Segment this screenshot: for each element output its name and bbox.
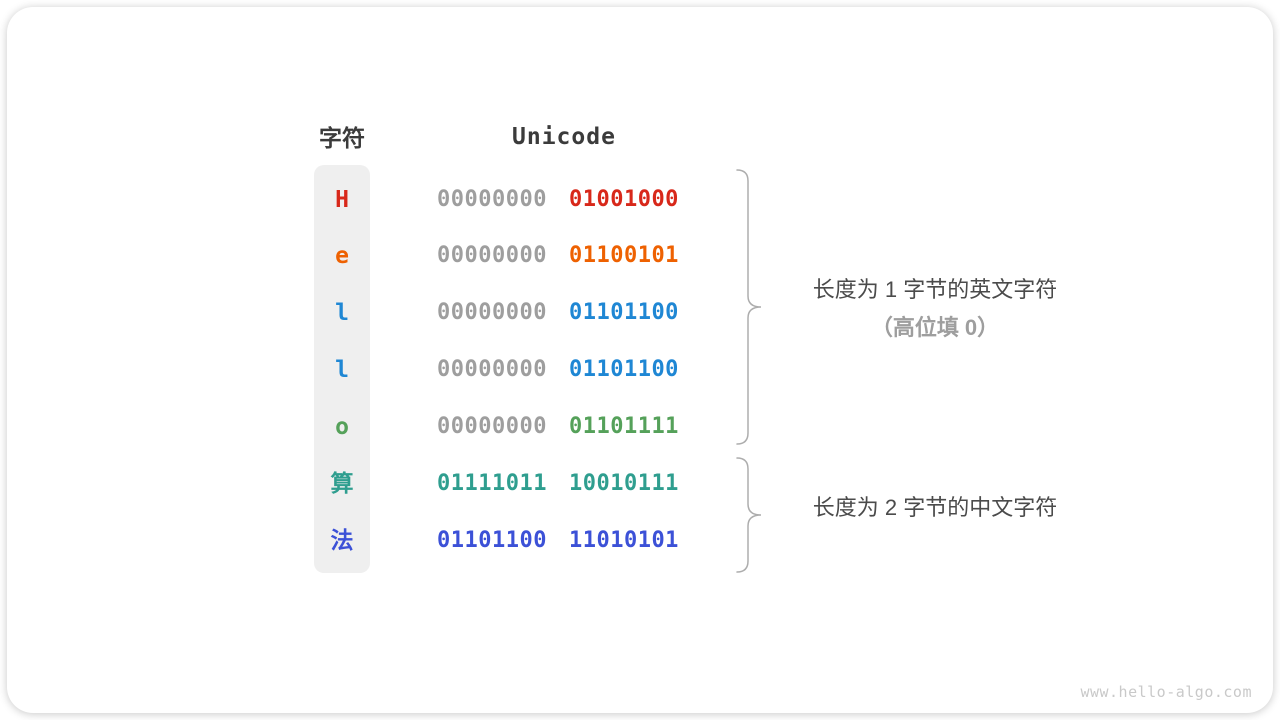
binary-row: 00000000 01001000	[437, 185, 679, 215]
diagram-card: 字符 Unicode H 00000000 01001000 e 00000000 011…	[7, 7, 1273, 713]
low-byte: 01101100	[568, 357, 679, 382]
low-byte: 01101100	[568, 300, 679, 325]
binary-row: 01111011 10010111	[437, 469, 679, 499]
high-byte: 00000000	[437, 300, 547, 325]
low-byte: 11010101	[568, 528, 679, 553]
high-byte: 00000000	[437, 357, 547, 382]
character-cell: e	[335, 243, 349, 269]
chinese-group-brace	[736, 457, 762, 573]
chinese-group-annotation: 长度为 2 字节的中文字符	[812, 495, 1058, 520]
high-byte: 00000000	[437, 187, 547, 212]
character-cell: 算	[330, 471, 354, 497]
binary-row: 00000000 01101100	[437, 355, 679, 385]
high-byte: 00000000	[437, 243, 547, 268]
low-byte: 01101111	[568, 414, 679, 439]
low-byte: 10010111	[568, 471, 679, 496]
english-group-annotation-line2: （高位填 0）	[870, 315, 1000, 340]
character-cell: o	[335, 414, 349, 440]
high-byte: 01111011	[437, 471, 547, 496]
english-group-brace	[736, 169, 762, 445]
binary-row: 01101100 11010101	[437, 526, 679, 556]
character-cell: l	[335, 300, 349, 326]
char-column-header: 字符	[319, 125, 365, 151]
character-cell: 法	[330, 528, 354, 554]
low-byte: 01100101	[568, 243, 679, 268]
low-byte: 01001000	[568, 187, 679, 212]
high-byte: 00000000	[437, 414, 547, 439]
character-cell: l	[335, 357, 349, 383]
high-byte: 01101100	[437, 528, 547, 553]
watermark: www.hello-algo.com	[1080, 683, 1252, 701]
binary-row: 00000000 01100101	[437, 241, 679, 271]
binary-row: 00000000 01101111	[437, 412, 679, 442]
char-column-background	[314, 165, 370, 573]
english-group-annotation-line1: 长度为 1 字节的英文字符	[812, 277, 1058, 302]
character-cell: H	[335, 187, 349, 213]
unicode-column-header: Unicode	[512, 124, 616, 150]
binary-row: 00000000 01101100	[437, 298, 679, 328]
